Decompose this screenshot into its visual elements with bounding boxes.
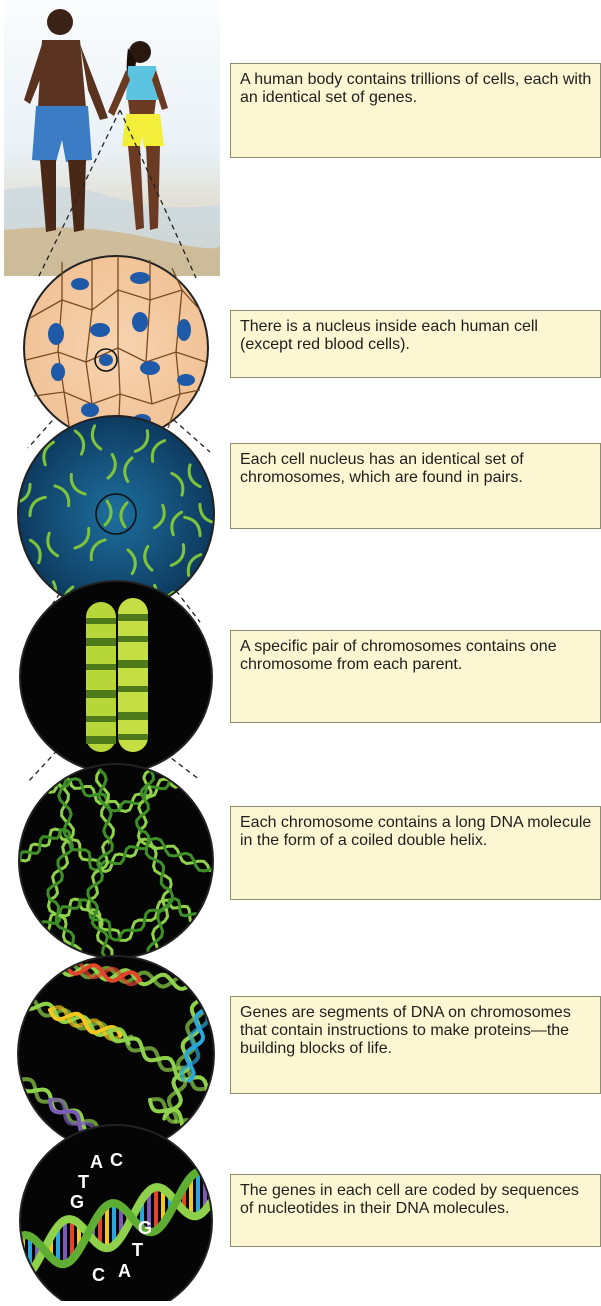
caption-chromosome-sets: Each cell nucleus has an identical set o… [230,443,601,529]
nucleotide-label: G [138,1218,152,1238]
nucleotides-circle: A C T G G T C A [10,1125,229,1301]
cells-circle [24,256,208,440]
caption-nucleotides: The genes in each cell are coded by sequ… [230,1174,601,1247]
chromosome-x [15,575,44,606]
caption-dna-helix: Each chromosome contains a long DNA mole… [230,806,601,900]
caption-chromosome-pair: A specific pair of chromosomes contains … [230,630,601,723]
nucleotide-label: A [90,1152,103,1172]
nucleotide-label: A [118,1261,131,1281]
caption-nucleus: There is a nucleus inside each human cel… [230,310,601,378]
nucleotide-label: C [92,1265,105,1285]
genes-circle [18,956,214,1152]
caption-body-cells: A human body contains trillions of cells… [230,63,601,158]
caption-genes: Genes are segments of DNA on chromosomes… [230,996,601,1094]
nucleotide-label: T [78,1172,89,1192]
beach-photo [4,0,220,276]
chromosome-pair-circle [20,581,212,773]
nucleotide-label: C [110,1150,123,1170]
nucleotide-label: G [70,1192,84,1212]
nucleotide-label: T [132,1240,143,1260]
chromosome-left [86,602,116,752]
chromosome-right [118,598,148,752]
coiled-dna-circle [19,764,220,960]
